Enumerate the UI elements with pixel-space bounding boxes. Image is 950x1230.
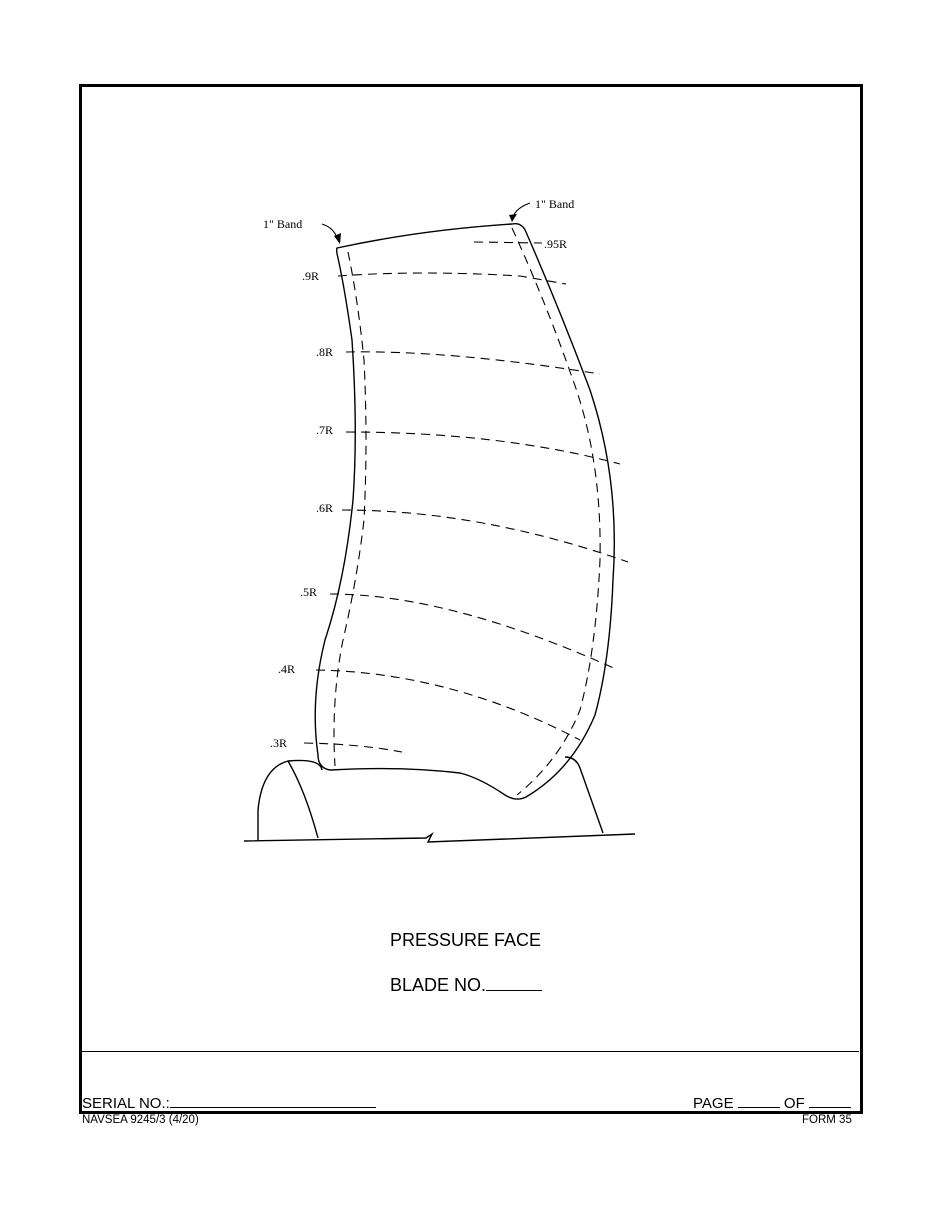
radius-label-5: .5R — [300, 585, 317, 599]
radius-label-4: .4R — [278, 662, 295, 676]
form-border — [79, 84, 863, 1114]
blade-number-field[interactable] — [486, 974, 543, 991]
radius-label-6: .6R — [316, 501, 333, 515]
base-line — [243, 831, 636, 843]
band-line-left — [333, 251, 367, 767]
band-arrowhead-left — [334, 233, 341, 244]
band-label-right: 1" Band — [535, 197, 574, 211]
radius-line-3 — [303, 742, 403, 753]
serial-number-field[interactable] — [169, 1091, 376, 1108]
band-arrowhead-right — [509, 214, 517, 222]
blade-outline — [314, 222, 616, 800]
radius-line-9 — [337, 272, 567, 285]
hub-outline — [257, 759, 323, 840]
radius-line-4 — [315, 669, 581, 741]
blade-number-label: BLADE NO. — [390, 975, 487, 995]
serial-row: SERIAL NO.: — [82, 1091, 376, 1112]
of-label: OF — [783, 1095, 805, 1112]
band-line-right — [511, 227, 601, 796]
radius-label-7: .7R — [316, 423, 333, 437]
serial-label: SERIAL NO.: — [82, 1095, 170, 1112]
hub-edge — [287, 760, 319, 839]
radius-line-5 — [329, 593, 619, 671]
band-label-left: 1" Band — [263, 217, 302, 231]
page-row: PAGE OF — [693, 1091, 851, 1112]
hub-right — [564, 756, 604, 834]
page-label: PAGE — [693, 1095, 734, 1112]
radius-label-8: .8R — [316, 345, 333, 359]
radius-line-8 — [345, 351, 601, 375]
radius-label-9: .9R — [302, 269, 319, 283]
footer-divider — [80, 1051, 859, 1052]
radius-label-3: .3R — [270, 736, 287, 750]
radius-line-7 — [345, 431, 621, 465]
radius-label-95: .95R — [544, 237, 567, 251]
page-total-field[interactable] — [808, 1091, 851, 1108]
face-caption: PRESSURE FACE — [390, 930, 542, 950]
blade-number-row: BLADE NO. — [390, 974, 543, 996]
page-number-field[interactable] — [737, 1091, 780, 1108]
form-number: FORM 35 — [802, 1114, 852, 1126]
form-id: NAVSEA 9245/3 (4/20) — [82, 1114, 199, 1126]
radius-line-95 — [473, 241, 543, 244]
radius-line-6 — [341, 509, 629, 563]
